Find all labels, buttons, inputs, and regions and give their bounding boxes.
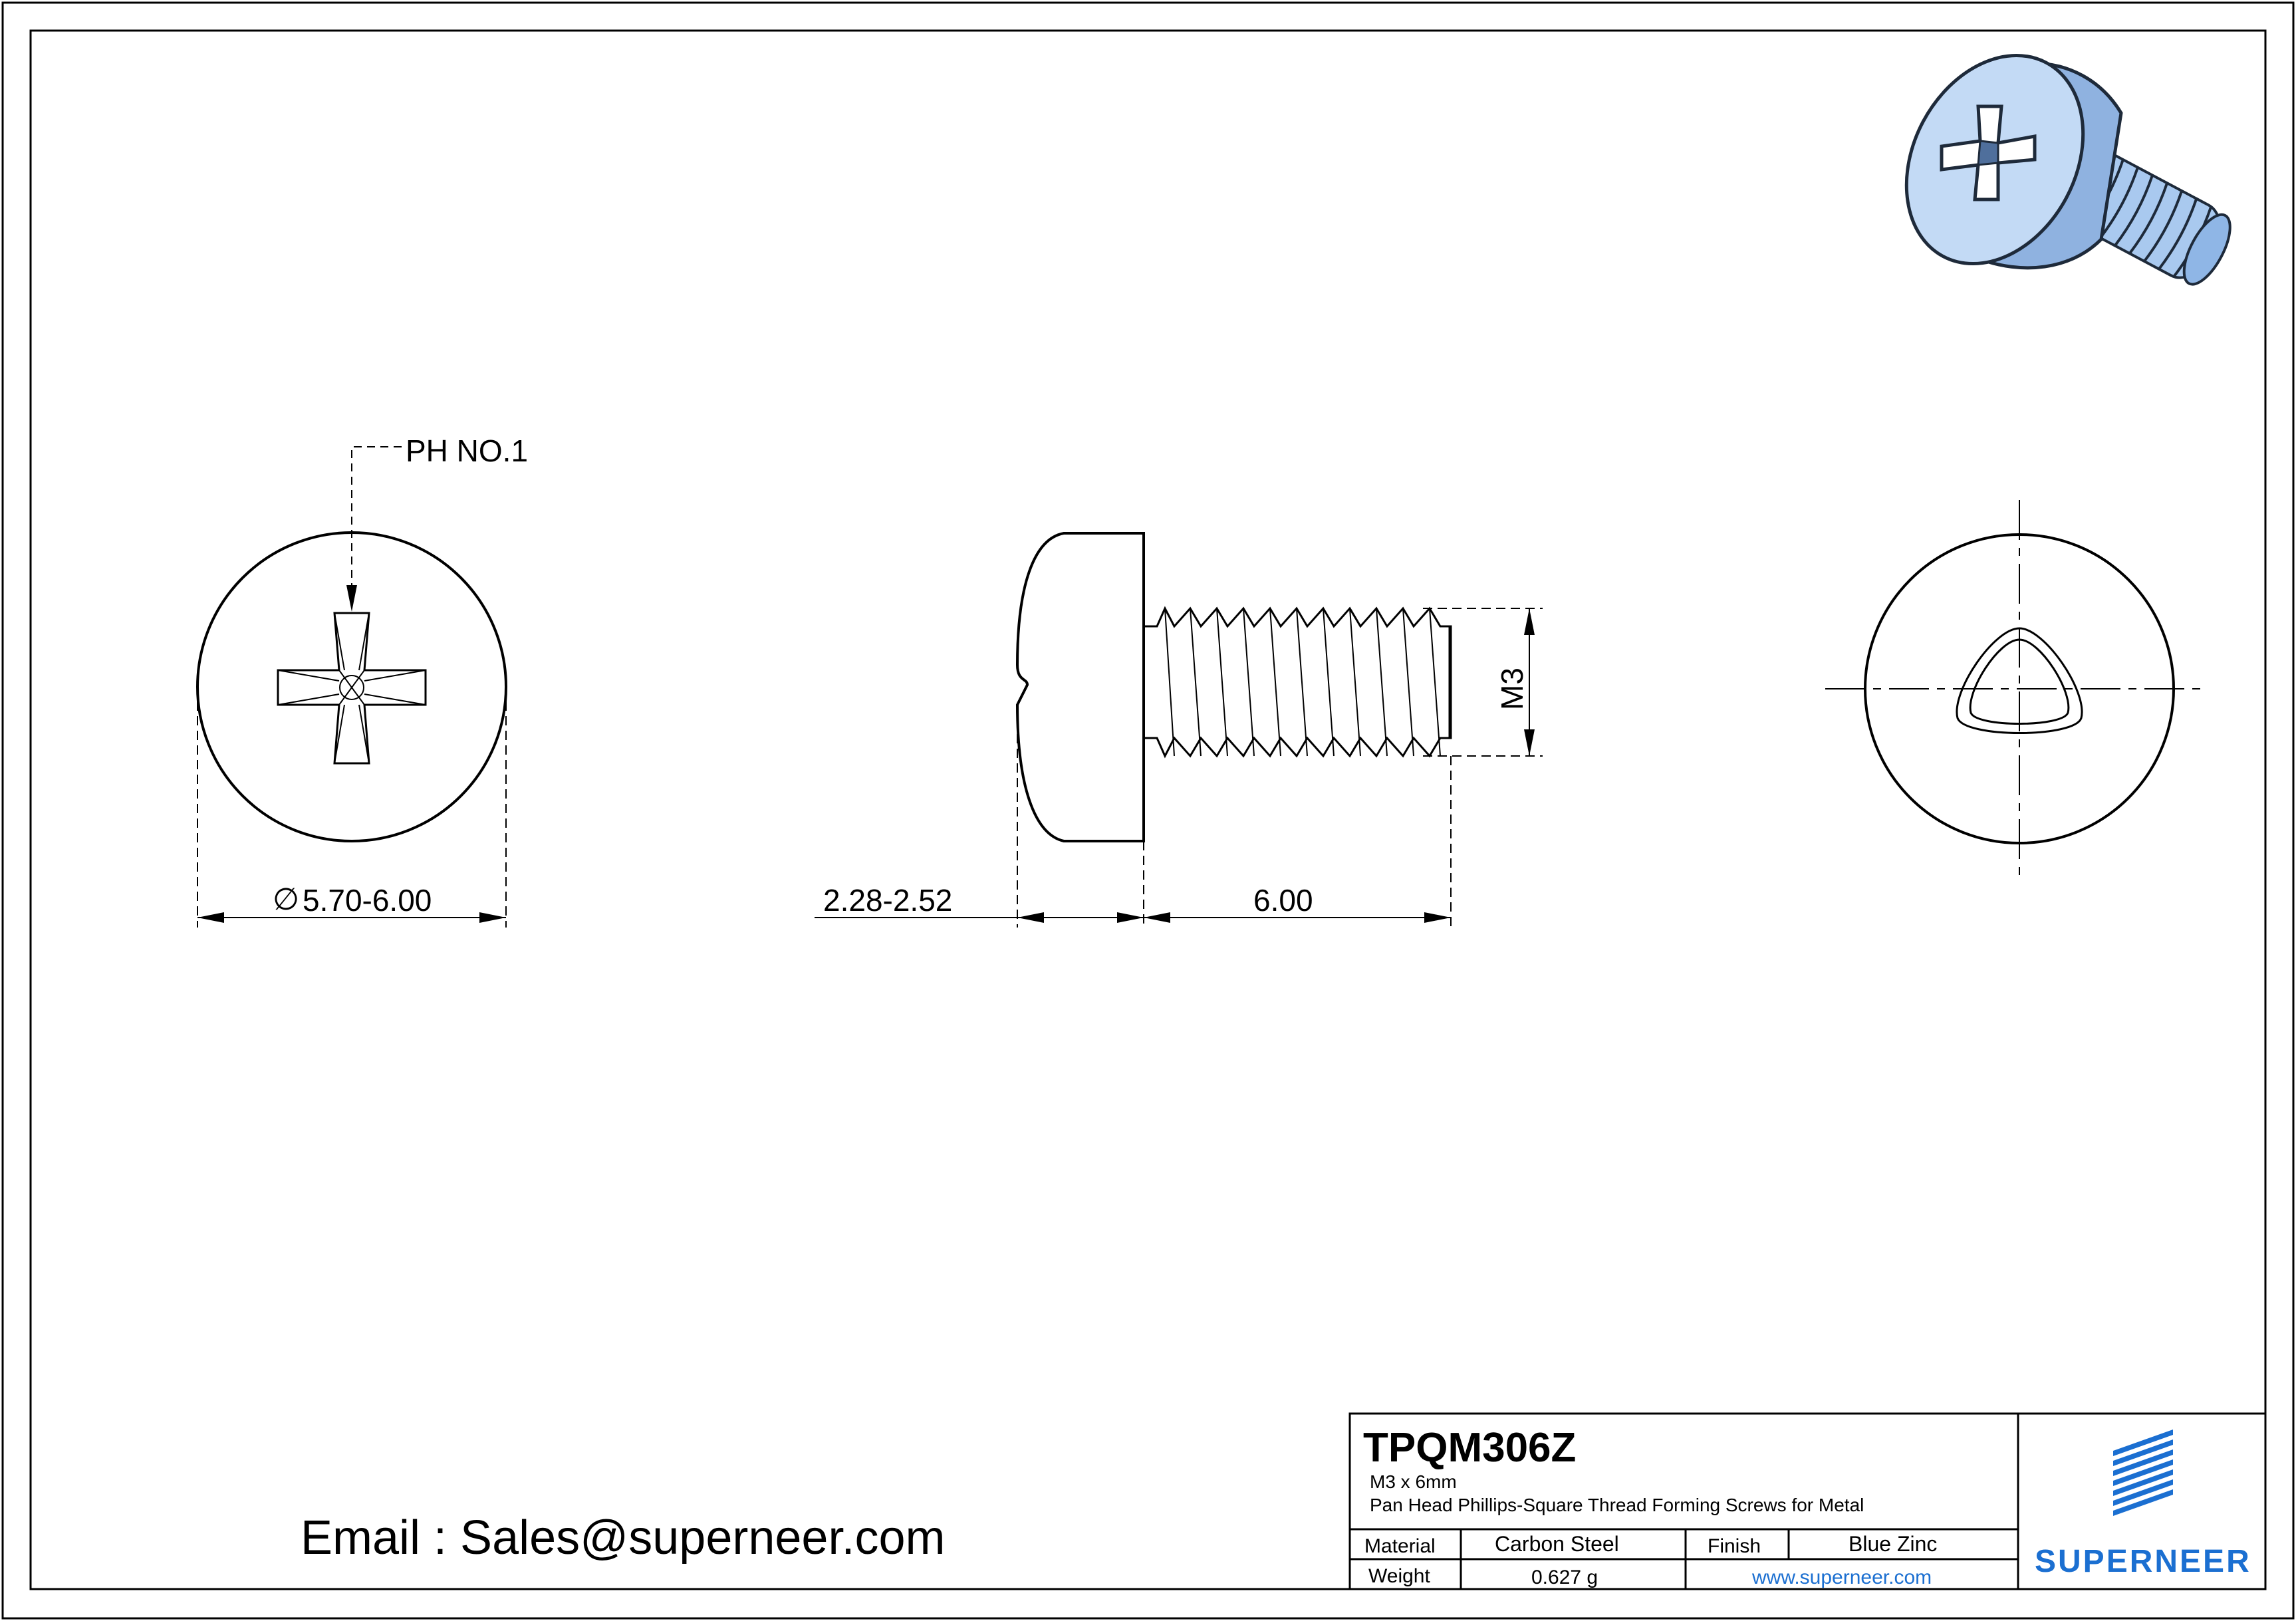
drive-leader	[351, 446, 402, 605]
inner-border	[29, 29, 2267, 1590]
size-text: M3 x 6mm	[1370, 1471, 1457, 1492]
material-label: Material	[1364, 1535, 1436, 1557]
head-height-label: 2.28-2.52	[823, 883, 952, 918]
description-text: Pan Head Phillips-Square Thread Forming …	[1370, 1495, 1864, 1515]
screw-3d-render	[1904, 53, 2232, 286]
email-text: Email : Sales@superneer.com	[301, 1511, 946, 1564]
finish-value: Blue Zinc	[1849, 1532, 1937, 1556]
weight-label: Weight	[1368, 1565, 1430, 1587]
end-view	[1825, 500, 2208, 879]
material-value: Carbon Steel	[1495, 1532, 1619, 1556]
head-diameter-label: 5.70-6.00	[303, 883, 432, 918]
front-view	[196, 446, 507, 928]
side-view	[815, 532, 1543, 928]
length-label: 6.00	[1253, 883, 1313, 918]
thread-label: M3	[1495, 668, 1529, 710]
brand-name: SUPERNEER	[2035, 1544, 2251, 1579]
finish-label: Finish	[1708, 1535, 1761, 1557]
title-block	[1348, 1412, 2267, 1590]
website-link[interactable]: www.superneer.com	[1751, 1566, 1932, 1588]
head-outline-side	[1015, 532, 1145, 842]
part-number: TPQM306Z	[1363, 1425, 1576, 1471]
thread-outline	[1142, 606, 1451, 759]
weight-value: 0.627 g	[1531, 1566, 1598, 1588]
trilobular-point-outer	[1956, 627, 2083, 734]
head-diameter-symbol: ∅	[273, 882, 299, 916]
superneer-logo-icon	[2113, 1430, 2173, 1516]
drive-label: PH NO.1	[406, 434, 528, 468]
